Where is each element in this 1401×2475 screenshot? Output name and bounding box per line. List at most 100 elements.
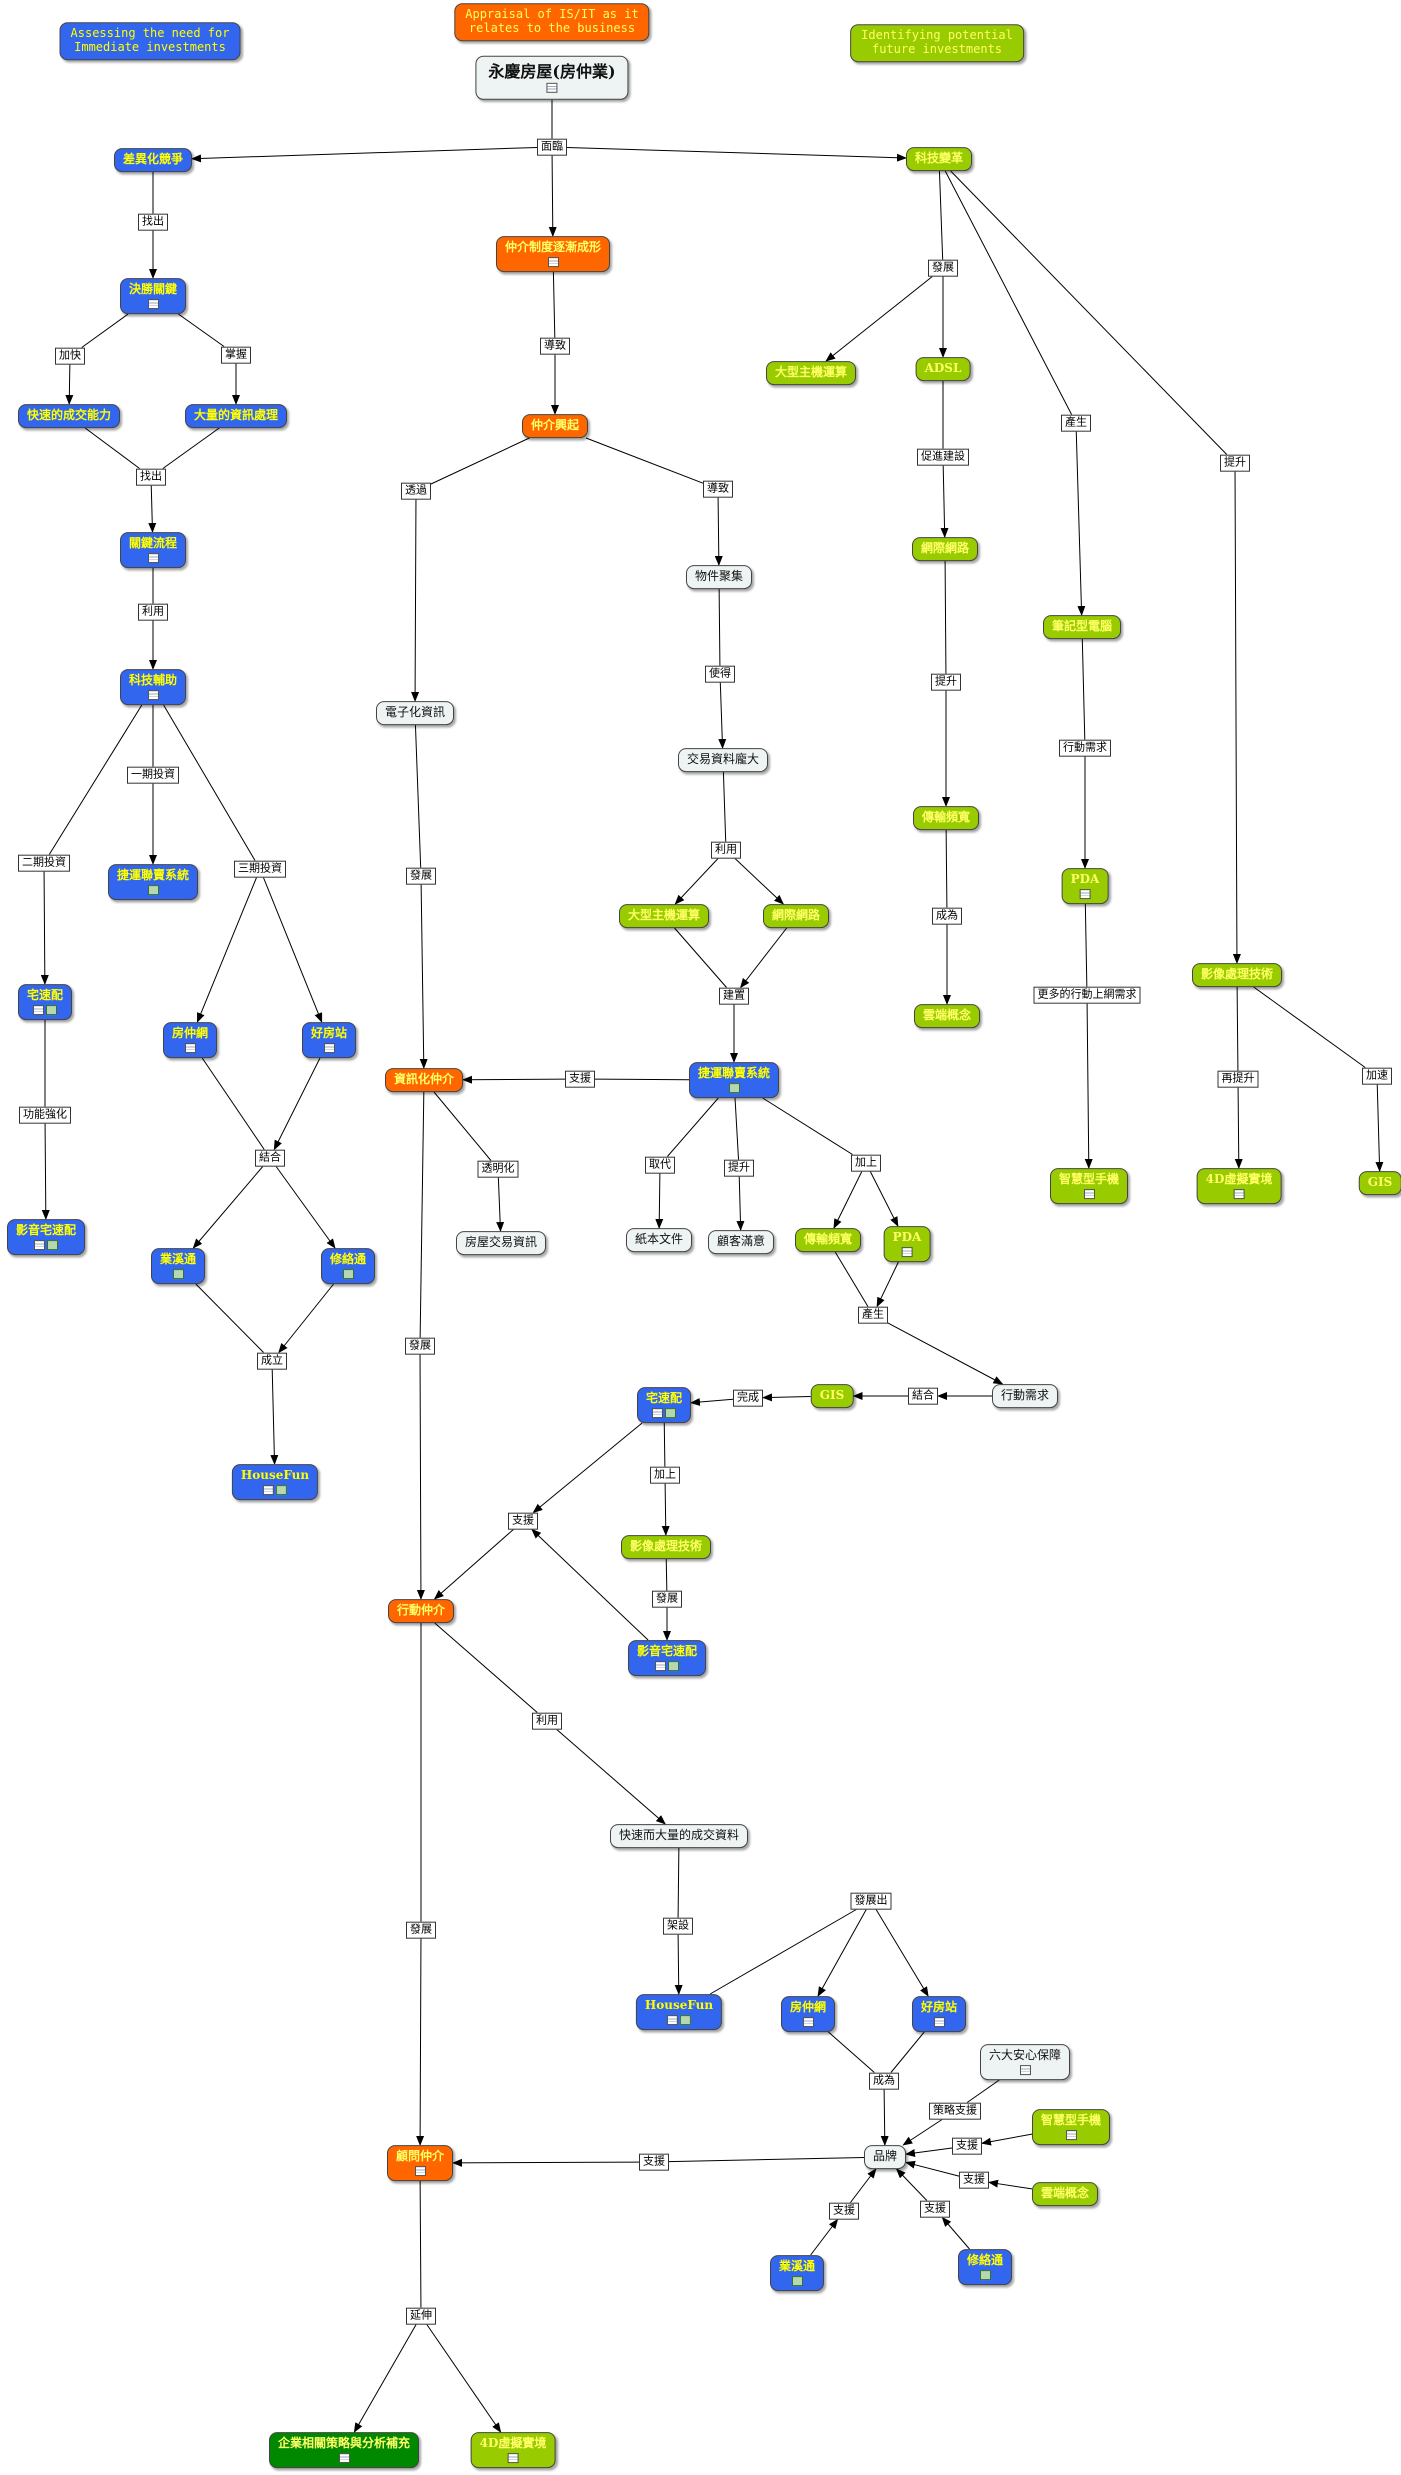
document-icon[interactable] — [654, 1660, 666, 1671]
concept-node-bandwidth[interactable]: 傳輸頻寬 — [912, 806, 980, 830]
concept-node-pda[interactable]: PDA — [883, 1226, 931, 1262]
document-icon[interactable] — [1233, 1188, 1245, 1199]
concept-node-tech-assist[interactable]: 科技輔助 — [119, 669, 187, 705]
link-label[interactable]: 成為 — [869, 2072, 899, 2090]
spreadsheet-icon[interactable] — [664, 1407, 676, 1418]
link-label[interactable]: 支援 — [565, 1070, 595, 1088]
link-label[interactable]: 行動需求 — [1059, 739, 1111, 757]
link-label[interactable]: 發展 — [652, 1590, 682, 1608]
concept-node-bandwidth[interactable]: 傳輸頻寬 — [794, 1228, 862, 1252]
concept-node-tech-change[interactable]: 科技變革 — [905, 147, 973, 171]
link-label[interactable]: 使得 — [705, 665, 735, 683]
concept-node-yexi-tong[interactable]: 業溪通 — [769, 2255, 825, 2291]
concept-node-house-info[interactable]: 房屋交易資訊 — [455, 1231, 547, 1255]
link-label[interactable]: 加速 — [1362, 1067, 1392, 1085]
link-label[interactable]: 發展 — [406, 867, 436, 885]
link-label[interactable]: 功能強化 — [19, 1106, 71, 1124]
link-label[interactable]: 二期投資 — [18, 854, 70, 872]
concept-node-mrt-sales-system[interactable]: 捷運聯賣系統 — [107, 864, 199, 900]
concept-node-mainframe[interactable]: 大型主機運算 — [765, 361, 857, 385]
document-icon[interactable] — [802, 2016, 814, 2027]
link-label[interactable]: 促進建設 — [917, 448, 969, 466]
concept-node-internet[interactable]: 網際網路 — [762, 904, 830, 928]
concept-node-4d-vr[interactable]: 4D虛擬實境 — [470, 2432, 556, 2468]
concept-node-fangzhong-net[interactable]: 房仲網 — [780, 1996, 836, 2032]
document-icon[interactable] — [263, 1484, 274, 1495]
document-icon[interactable] — [901, 1246, 913, 1257]
document-icon[interactable] — [414, 2165, 426, 2176]
link-label[interactable]: 三期投資 — [234, 860, 286, 878]
link-label[interactable]: 延伸 — [406, 2307, 436, 2325]
concept-node-4d-vr[interactable]: 4D虛擬實境 — [1196, 1168, 1282, 1204]
link-label[interactable]: 架設 — [663, 1917, 693, 1935]
link-label[interactable]: 發展出 — [850, 1892, 892, 1910]
document-icon[interactable] — [1065, 2129, 1077, 2140]
link-label[interactable]: 再提升 — [1217, 1070, 1259, 1088]
document-icon[interactable] — [1083, 1188, 1095, 1199]
link-label[interactable]: 取代 — [645, 1156, 675, 1174]
concept-node-mobile-broker[interactable]: 行動仲介 — [387, 1599, 455, 1623]
concept-node-cloud[interactable]: 雲端概念 — [1031, 2182, 1099, 2206]
concept-node-mobile-demand[interactable]: 行動需求 — [991, 1384, 1059, 1408]
link-label[interactable]: 結合 — [255, 1149, 285, 1167]
concept-node-fangzhong-net[interactable]: 房仲網 — [162, 1022, 218, 1058]
link-label[interactable]: 發展 — [406, 1921, 436, 1939]
link-label[interactable]: 提升 — [931, 673, 961, 691]
concept-node-gis[interactable]: GIS — [810, 1384, 854, 1408]
spreadsheet-icon[interactable] — [979, 2269, 991, 2280]
concept-node-av-zhaisupei[interactable]: 影音宅速配 — [6, 1219, 86, 1255]
link-label[interactable]: 導致 — [703, 480, 733, 498]
link-label[interactable]: 發展 — [405, 1337, 435, 1355]
link-label[interactable]: 更多的行動上網需求 — [1033, 986, 1141, 1004]
concept-node-image-processing[interactable]: 影像處理技術 — [620, 1535, 712, 1559]
link-label[interactable]: 支援 — [920, 2200, 950, 2218]
root-concept-node[interactable]: 永慶房屋(房仲業) — [475, 55, 629, 101]
document-icon[interactable] — [507, 2452, 519, 2463]
document-icon[interactable] — [147, 689, 159, 700]
concept-node-huge-data[interactable]: 交易資料龐大 — [677, 748, 769, 772]
document-icon[interactable] — [338, 2452, 350, 2463]
concept-node-housefun[interactable]: HouseFun — [635, 1994, 723, 2030]
spreadsheet-icon[interactable] — [46, 1239, 58, 1250]
link-label[interactable]: 支援 — [952, 2137, 982, 2155]
document-icon[interactable] — [323, 1042, 335, 1053]
concept-node-smartphone[interactable]: 智慧型手機 — [1049, 1168, 1129, 1204]
link-label[interactable]: 結合 — [908, 1387, 938, 1405]
document-icon[interactable] — [546, 83, 558, 94]
concept-node-adsl[interactable]: ADSL — [915, 357, 971, 381]
concept-node-haofang-station[interactable]: 好房站 — [301, 1022, 357, 1058]
link-label[interactable]: 支援 — [639, 2153, 669, 2171]
link-label[interactable]: 利用 — [711, 841, 741, 859]
document-icon[interactable] — [1079, 888, 1091, 899]
spreadsheet-icon[interactable] — [728, 1082, 740, 1093]
link-label[interactable]: 提升 — [1220, 454, 1250, 472]
concept-node-key-to-win[interactable]: 決勝關鍵 — [119, 278, 187, 314]
spreadsheet-icon[interactable] — [342, 1268, 354, 1279]
spreadsheet-icon[interactable] — [147, 884, 159, 895]
concept-node-info-broker[interactable]: 資訊化仲介 — [384, 1068, 464, 1092]
concept-node-zhaisupei[interactable]: 宅速配 — [17, 984, 73, 1020]
spreadsheet-icon[interactable] — [276, 1484, 287, 1495]
link-label[interactable]: 加快 — [55, 347, 85, 365]
concept-node-six-guarantees[interactable]: 六大安心保障 — [979, 2044, 1071, 2080]
link-label[interactable]: 提升 — [724, 1159, 754, 1177]
concept-node-image-processing[interactable]: 影像處理技術 — [1191, 963, 1283, 987]
link-label[interactable]: 支援 — [508, 1512, 538, 1530]
document-icon[interactable] — [33, 1239, 45, 1250]
concept-node-brand[interactable]: 品牌 — [863, 2145, 907, 2169]
document-icon[interactable] — [184, 1042, 196, 1053]
link-label[interactable]: 找出 — [138, 213, 168, 231]
link-label[interactable]: 成為 — [932, 907, 962, 925]
spreadsheet-icon[interactable] — [680, 2014, 691, 2025]
link-label[interactable]: 產生 — [858, 1306, 888, 1324]
link-label[interactable]: 支援 — [829, 2202, 859, 2220]
link-label[interactable]: 一期投資 — [127, 766, 179, 784]
concept-node-listing-gather[interactable]: 物件聚集 — [685, 565, 753, 589]
spreadsheet-icon[interactable] — [172, 1268, 184, 1279]
link-label[interactable]: 產生 — [1061, 414, 1091, 432]
concept-node-xiuluo-tong[interactable]: 修絡通 — [957, 2249, 1013, 2285]
link-label[interactable]: 成立 — [257, 1352, 287, 1370]
concept-node-zhaisupei[interactable]: 宅速配 — [636, 1387, 692, 1423]
document-icon[interactable] — [547, 256, 559, 267]
concept-node-fast-big-data[interactable]: 快速而大量的成交資料 — [609, 1824, 749, 1848]
